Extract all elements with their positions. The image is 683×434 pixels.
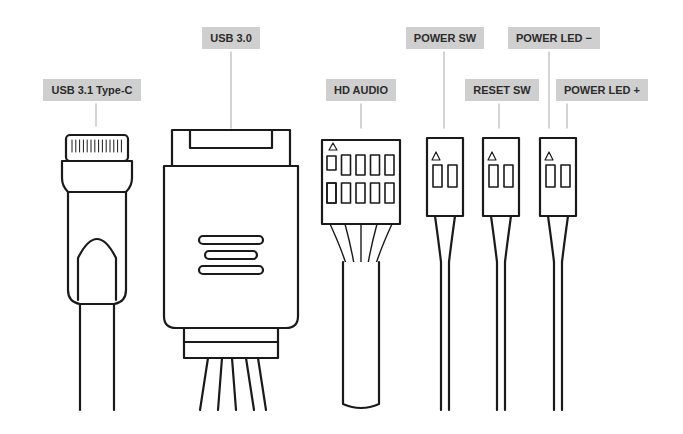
wire <box>491 216 497 410</box>
label-tag: USB 3.1 Type-C <box>43 79 140 101</box>
pin-socket <box>385 183 394 203</box>
pin-socket <box>356 155 365 175</box>
contact-stroke <box>98 140 99 152</box>
wire <box>562 216 568 410</box>
label-tag: POWER SW <box>406 27 484 49</box>
wire <box>449 216 455 410</box>
pin-socket <box>546 165 555 187</box>
pin-socket <box>327 183 336 203</box>
usb3-connector <box>164 130 298 410</box>
pin-socket <box>561 165 570 187</box>
label-text: USB 3.1 Type-C <box>51 83 132 97</box>
pin-socket <box>342 183 351 203</box>
leader-lines <box>96 52 567 128</box>
pin-socket <box>342 155 351 175</box>
contact-stroke <box>110 140 111 152</box>
label-text: POWER LED + <box>564 83 640 97</box>
wire <box>435 216 441 410</box>
label-text: RESET SW <box>473 83 530 97</box>
contact-stroke <box>72 140 73 152</box>
wire <box>505 216 511 410</box>
hd-audio-connector <box>322 140 400 408</box>
contact-stroke <box>91 140 92 152</box>
pin-socket <box>385 155 394 175</box>
label-tag: USB 3.0 <box>202 27 260 49</box>
contact-stroke <box>121 140 122 152</box>
pin-housing <box>427 138 463 216</box>
pin-socket <box>371 155 380 175</box>
type-c-connector <box>62 135 132 410</box>
label-text: POWER LED − <box>516 31 592 45</box>
label-text: POWER SW <box>414 31 476 45</box>
pin-socket <box>371 183 380 203</box>
contact-stroke <box>106 140 107 152</box>
contact-stroke <box>83 140 84 152</box>
contact-stroke <box>113 140 114 152</box>
label-tag: RESET SW <box>465 79 538 101</box>
contact-stroke <box>102 140 103 152</box>
contact-stroke <box>94 140 95 152</box>
pin-one-mark <box>432 152 440 160</box>
wire <box>548 216 554 410</box>
label-text: USB 3.0 <box>210 31 252 45</box>
two-pin-connectors <box>427 138 576 410</box>
contact-stroke <box>87 140 88 152</box>
label-tag: HD AUDIO <box>326 79 396 101</box>
pin-one-mark <box>545 152 553 160</box>
pin-one-mark <box>488 152 496 160</box>
contact-stroke <box>75 140 76 152</box>
pin-socket <box>433 165 442 187</box>
contact-stroke <box>117 140 118 152</box>
pin-socket <box>489 165 498 187</box>
pin-socket <box>504 165 513 187</box>
contact-stroke <box>79 140 80 152</box>
label-text: HD AUDIO <box>334 83 388 97</box>
pin-socket <box>327 183 336 203</box>
pin-housing <box>540 138 576 216</box>
pin-socket <box>448 165 457 187</box>
label-tag: POWER LED − <box>508 27 600 49</box>
pin-housing <box>483 138 519 216</box>
label-tag: POWER LED + <box>556 79 648 101</box>
pin-socket <box>356 183 365 203</box>
pin-socket <box>327 156 336 170</box>
